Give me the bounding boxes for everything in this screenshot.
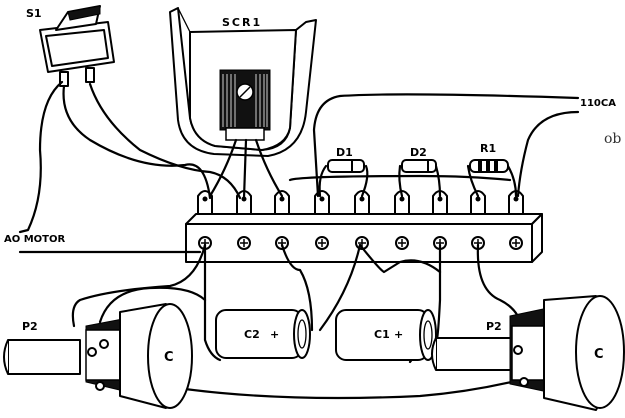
terminal-lug-hole	[513, 196, 519, 202]
terminal-lug	[274, 190, 290, 215]
pot-right-shaft-mark: C	[594, 347, 604, 362]
terminal-screw-slot	[358, 239, 366, 247]
terminal-lug	[470, 190, 486, 215]
terminal-lug-hole	[437, 196, 443, 202]
capacitor-c1	[335, 309, 437, 361]
terminal-lug	[394, 190, 410, 215]
d1-label: D1	[336, 146, 353, 159]
terminal-lug-hole	[475, 196, 481, 202]
c2-label: C2	[244, 328, 260, 341]
scr-label: SCR1	[222, 16, 262, 29]
r1-label: R1	[480, 142, 496, 155]
ac-input-label: 110CA	[580, 98, 616, 109]
diode-d2	[401, 159, 437, 173]
switch-s1	[39, 5, 115, 87]
terminal-lug-hole	[399, 196, 405, 202]
wiring	[18, 80, 580, 400]
c2-polarity: +	[270, 328, 279, 341]
terminal-lug-hole	[202, 196, 208, 202]
edge-fragment-text: ob	[604, 131, 621, 147]
d2-label: D2	[410, 146, 427, 159]
terminal-screw-slot	[318, 239, 326, 247]
capacitor-c2	[215, 309, 311, 359]
terminal-lug	[197, 190, 213, 215]
c1-label: C1	[374, 328, 390, 341]
pot-left-shaft-mark: C	[164, 350, 174, 365]
c1-polarity: +	[394, 328, 403, 341]
terminal-lug-hole	[279, 196, 285, 202]
terminal-lug-hole	[359, 196, 365, 202]
terminal-lugs	[197, 190, 524, 215]
terminal-screw-slot	[240, 239, 248, 247]
potentiometer-p2-left	[3, 303, 193, 409]
potentiometer-p2-right	[431, 295, 625, 411]
terminal-screws	[198, 236, 523, 250]
pot-right-label: P2	[486, 320, 502, 333]
pot-left-label: P2	[22, 320, 38, 333]
terminal-screw-slot	[512, 239, 520, 247]
switch-label: S1	[26, 7, 42, 20]
motor-label: AO MOTOR	[4, 234, 65, 245]
resistor-r1	[469, 159, 509, 173]
diode-d1	[327, 159, 365, 173]
terminal-screw-slot	[398, 239, 406, 247]
scr-component	[219, 69, 271, 141]
terminal-lug-hole	[319, 196, 325, 202]
